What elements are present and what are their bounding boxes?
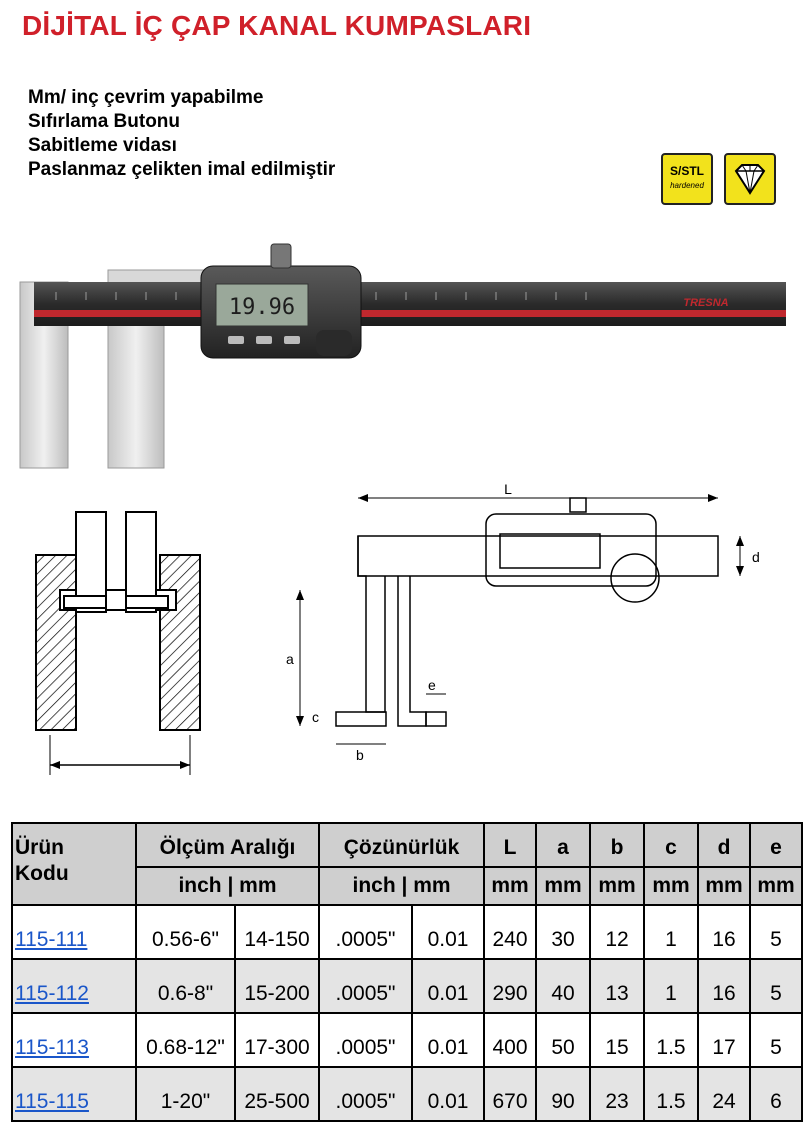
cell-range-mm: 25-500 — [233, 1066, 321, 1122]
cell-res-inch: .0005" — [318, 1012, 414, 1068]
caliper-dimension-diagram: L d a c b e — [286, 481, 760, 763]
cell-a: 90 — [535, 1066, 592, 1122]
cell-c: 1 — [643, 958, 700, 1014]
diamond-icon — [734, 164, 766, 195]
cell-range-inch: 1-20" — [135, 1066, 236, 1122]
header-d: d — [697, 822, 752, 868]
brand-label: TRESNA — [683, 297, 728, 309]
cell-a: 30 — [535, 904, 592, 960]
cell-e: 6 — [749, 1066, 804, 1122]
header-c: c — [643, 822, 700, 868]
feature-item: Paslanmaz çelikten imal edilmiştir — [28, 159, 336, 180]
product-link[interactable]: 115-113 — [15, 1036, 89, 1059]
header-unit: mm — [589, 866, 646, 906]
table-subheader-row: inch | mm inch | mm mm mm mm mm mm mm — [12, 866, 804, 906]
cell-res-mm: 0.01 — [411, 1066, 486, 1122]
cell-range-inch: 0.68-12" — [135, 1012, 236, 1068]
header-range: Ölçüm Aralığı — [134, 822, 321, 868]
cell-range-inch: 0.56-6" — [135, 904, 236, 960]
cell-b: 12 — [589, 904, 646, 960]
diamond-badge — [724, 153, 776, 205]
bore-section-diagram — [35, 511, 201, 775]
header-unit: mm — [483, 866, 538, 906]
header-unit: mm — [697, 866, 752, 906]
cell-res-mm: 0.01 — [411, 904, 486, 960]
table-header-row: Ürün Kodu Ölçüm Aralığı Çözünürlük L a b… — [11, 822, 804, 906]
header-b: b — [589, 822, 646, 868]
table-row: 115-112 0.6-8" 15-200 .0005" 0.01 290 40… — [11, 958, 804, 1014]
cell-d: 17 — [697, 1012, 752, 1068]
spec-table: Ürün Kodu Ölçüm Aralığı Çözünürlük L a b… — [11, 822, 804, 1122]
header-e: e — [749, 822, 804, 868]
header-unit: mm — [643, 866, 700, 906]
cell-L: 240 — [483, 904, 538, 960]
cell-res-mm: 0.01 — [411, 1012, 486, 1068]
dim-label-e: e — [428, 677, 436, 693]
caliper-photo: TRESNA 19.96 — [19, 243, 786, 469]
cell-range-mm: 14-150 — [233, 904, 321, 960]
cell-b: 23 — [589, 1066, 646, 1122]
badge-main-text: S/STL — [669, 164, 704, 178]
product-link[interactable]: 115-112 — [15, 982, 89, 1005]
cell-c: 1 — [643, 904, 700, 960]
header-a: a — [535, 822, 592, 868]
dim-label-c: c — [312, 709, 319, 725]
cell-c: 1.5 — [643, 1012, 700, 1068]
cell-res-mm: 0.01 — [411, 958, 486, 1014]
feature-item: Sabitleme vidası — [28, 135, 177, 156]
cell-range-mm: 17-300 — [233, 1012, 321, 1068]
cell-e: 5 — [749, 958, 804, 1014]
cell-res-inch: .0005" — [318, 1066, 414, 1122]
product-link[interactable]: 115-111 — [15, 928, 88, 951]
header-resolution-units: inch | mm — [318, 866, 486, 906]
dim-label-L: L — [504, 481, 512, 497]
cell-res-inch: .0005" — [318, 904, 414, 960]
cell-b: 15 — [589, 1012, 646, 1068]
feature-item: Sıfırlama Butonu — [28, 111, 181, 132]
cell-e: 5 — [749, 1012, 804, 1068]
cell-b: 13 — [589, 958, 646, 1014]
table-row: 115-111 0.56-6" 14-150 .0005" 0.01 240 3… — [11, 904, 804, 960]
header-unit: mm — [749, 866, 804, 906]
cell-L: 670 — [483, 1066, 538, 1122]
cell-d: 16 — [697, 904, 752, 960]
page-title: DİJİTAL İÇ ÇAP KANAL KUMPASLARI — [22, 10, 532, 41]
cell-range-inch: 0.6-8" — [135, 958, 236, 1014]
feature-list: Mm/ inç çevrim yapabilme Sıfırlama Buton… — [28, 86, 335, 182]
cell-a: 40 — [535, 958, 592, 1014]
cell-a: 50 — [535, 1012, 592, 1068]
dim-label-d: d — [752, 549, 760, 565]
table-row: 115-115 1-20" 25-500 .0005" 0.01 670 90 … — [11, 1066, 804, 1122]
cell-L: 400 — [483, 1012, 538, 1068]
stainless-steel-badge: S/STL hardened — [661, 153, 713, 205]
header-unit: mm — [535, 866, 592, 906]
header-product-code: Ürün Kodu — [11, 822, 137, 906]
cell-d: 16 — [697, 958, 752, 1014]
table-row: 115-113 0.68-12" 17-300 .0005" 0.01 400 … — [11, 1012, 804, 1068]
product-link[interactable]: 115-115 — [15, 1090, 89, 1113]
dim-label-a: a — [286, 651, 294, 667]
feature-item: Mm/ inç çevrim yapabilme — [28, 87, 264, 108]
lcd-reading: 19.96 — [229, 295, 295, 320]
cell-c: 1.5 — [643, 1066, 700, 1122]
cell-L: 290 — [483, 958, 538, 1014]
cell-range-mm: 15-200 — [233, 958, 321, 1014]
cell-e: 5 — [749, 904, 804, 960]
cell-d: 24 — [697, 1066, 752, 1122]
badge-sub-text: hardened — [670, 181, 704, 190]
header-L: L — [483, 822, 538, 868]
cell-res-inch: .0005" — [318, 958, 414, 1014]
header-range-units: inch | mm — [134, 866, 321, 906]
dim-label-b: b — [356, 747, 364, 763]
header-resolution: Çözünürlük — [318, 822, 486, 868]
